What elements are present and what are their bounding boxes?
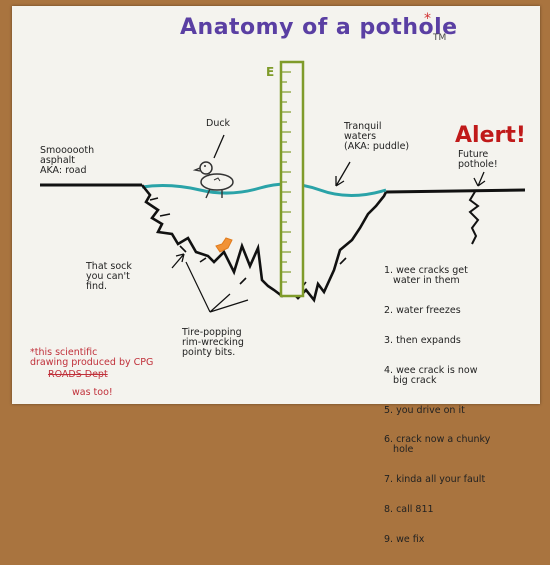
ruler-mark: E	[266, 65, 275, 79]
tire-label: Tire-popping rim-wrecking pointy bits.	[182, 327, 244, 358]
step-item: 3. then expands	[384, 334, 461, 346]
sock-arrow	[171, 253, 185, 269]
step-item: 2. water freezes	[384, 304, 461, 316]
duck-arrow	[213, 134, 225, 159]
title-asterisk: *	[424, 11, 431, 27]
step-item: 7. kinda all your fault	[384, 474, 486, 486]
step-item: 6. crack now a chunky hole	[384, 434, 491, 456]
step-item: 9. we fix	[384, 534, 425, 546]
future-pothole-label: Future pothole!	[458, 149, 498, 170]
future-arrow	[473, 171, 486, 187]
duck-drawing	[192, 161, 234, 199]
step-item: 8. call 811	[384, 504, 434, 516]
pothole-inner-cracks	[149, 197, 347, 291]
future-pothole-crack	[468, 189, 480, 245]
tire-arrows	[185, 261, 249, 313]
step-item: 1. wee cracks get water in them	[384, 264, 468, 286]
ruler	[279, 60, 305, 298]
pothole-outline	[140, 184, 388, 303]
credit-line-1: *this scientific drawing produced by CPG	[30, 347, 154, 368]
credit-line-2: ROADS Dept	[48, 369, 108, 380]
pothole-diagram: Anatomy of a pothole * TM Duck Smoooooth…	[12, 6, 540, 545]
duck-label: Duck	[206, 118, 231, 129]
sock-drawing	[215, 237, 233, 253]
steps-list: 1. wee cracks get water in them 2. water…	[384, 246, 490, 565]
step-item: 5. you drive on it	[384, 404, 465, 416]
trademark-mark: TM	[433, 33, 447, 43]
step-item: 4. wee crack is now big crack	[384, 364, 478, 386]
alert-label: Alert!	[455, 123, 526, 148]
credit-line-3: was too!	[72, 387, 113, 398]
drawing-layer	[40, 60, 526, 313]
paper-sheet	[12, 6, 540, 404]
page-title: Anatomy of a pothole	[180, 15, 458, 40]
tranquil-waters-label: Tranquil waters (AKA: puddle)	[344, 121, 410, 152]
tranquil-arrow	[335, 161, 351, 187]
puddle-water-line	[141, 182, 387, 197]
sock-label: That sock you can't find.	[86, 261, 132, 292]
asphalt-label: Smoooooth asphalt AKA: road	[40, 145, 95, 176]
road-surface-right	[385, 188, 526, 194]
